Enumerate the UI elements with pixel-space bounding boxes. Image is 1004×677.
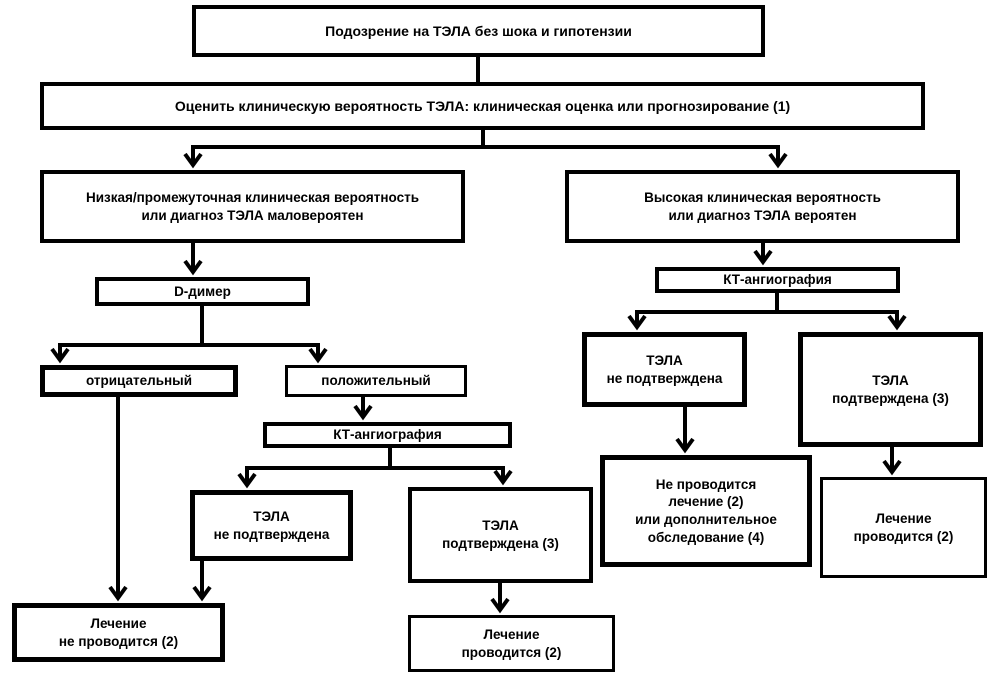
node-d-dimer: D-димер [95,277,310,306]
node-suspicion: Подозрение на ТЭЛА без шока и гипотензии [192,5,765,57]
node-d-dimer-positive: положительный [285,365,467,397]
node-treatment-mid: Лечение проводится (2) [408,615,615,672]
node-ct-angiography-left: КТ-ангиография [263,422,512,448]
node-d-dimer-negative: отрицательный [40,365,238,397]
node-pe-confirmed-left: ТЭЛА подтверждена (3) [408,487,593,583]
node-ct-angiography-right: КТ-ангиография [655,267,900,293]
node-pe-not-confirmed-left: ТЭЛА не подтверждена [190,490,353,561]
node-treatment-right: Лечение проводится (2) [820,477,987,578]
node-low-intermediate-probability: Низкая/промежуточная клиническая вероятн… [40,170,465,243]
node-pe-confirmed-right: ТЭЛА подтверждена (3) [798,332,983,447]
node-high-probability: Высокая клиническая вероятность или диаг… [565,170,960,243]
node-no-treatment-left: Лечение не проводится (2) [12,603,225,662]
node-assess-probability: Оценить клиническую вероятность ТЭЛА: кл… [40,82,925,130]
node-no-treatment-or-workup: Не проводится лечение (2) или дополнител… [600,455,812,567]
node-pe-not-confirmed-right: ТЭЛА не подтверждена [582,332,747,407]
